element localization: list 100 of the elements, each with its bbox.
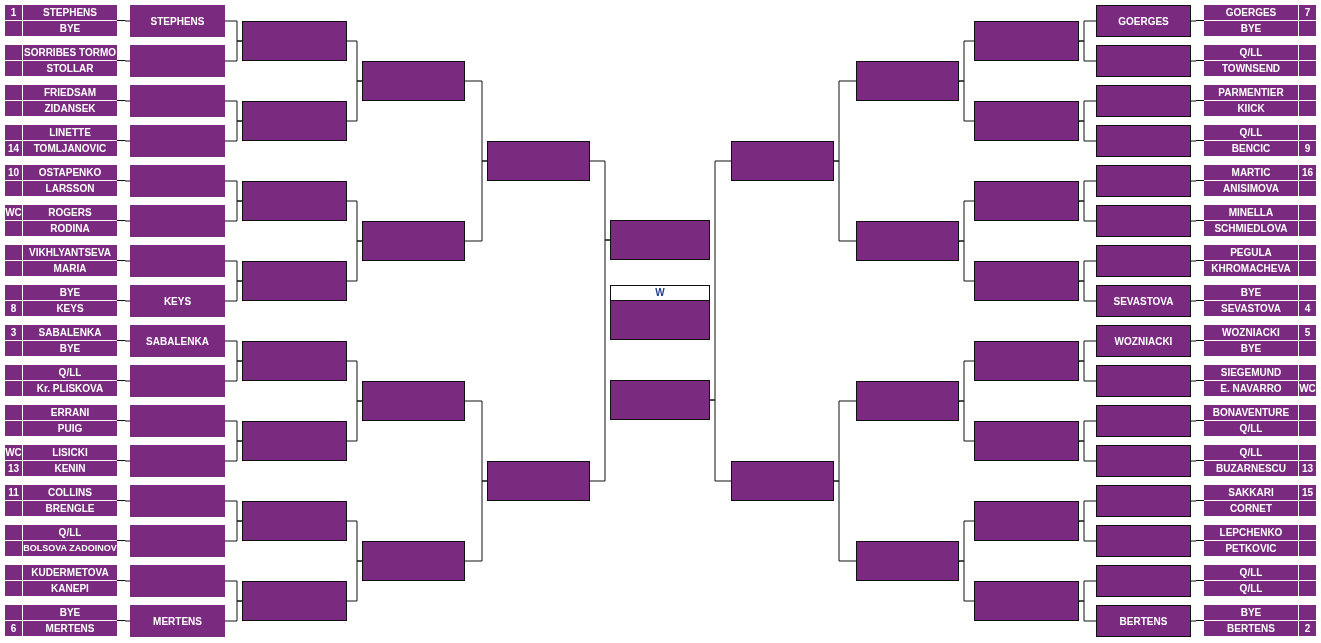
bracket-slot: [130, 565, 225, 597]
seed-number: 16: [1299, 165, 1316, 180]
bracket-line: [116, 60, 131, 62]
player-name: BYE: [23, 21, 117, 36]
player-slot: SABALENKA: [130, 325, 225, 357]
player-name: KANEPI: [23, 581, 117, 596]
bracket-slot: [1096, 85, 1191, 117]
player-name: Kr. PLISKOVA: [23, 381, 117, 396]
bracket-line: [1078, 440, 1097, 462]
bracket-slot: [1096, 525, 1191, 557]
bracket-slot: [362, 541, 465, 581]
player-name: LARSSON: [23, 181, 117, 196]
bracket-line: [224, 120, 243, 142]
seed-number: 14: [5, 141, 22, 156]
player-name: MARTIC: [1204, 165, 1298, 180]
player-name: Q/LL: [1204, 581, 1298, 596]
bracket-line: [116, 300, 131, 302]
player-name: ROGERS: [23, 205, 117, 220]
player-name: COLLINS: [23, 485, 117, 500]
bracket-line: [116, 260, 131, 262]
bracket-slot: [1096, 245, 1191, 277]
player-name: KUDERMETOVA: [23, 565, 117, 580]
bracket-slot: [242, 181, 347, 221]
player-name: FRIEDSAM: [23, 85, 117, 100]
bracket-line: [1078, 360, 1097, 382]
bracket-slot: [856, 381, 959, 421]
bracket-slot: [242, 341, 347, 381]
player-name: BONAVENTURE: [1204, 405, 1298, 420]
bracket-line: [116, 20, 131, 22]
bracket-slot: [487, 141, 590, 181]
seed-number: 8: [5, 301, 22, 316]
player-name: SIEGEMUND: [1204, 365, 1298, 380]
player-slot: GOERGES: [1096, 5, 1191, 37]
bracket-slot: [242, 101, 347, 141]
bracket-line: [833, 480, 857, 562]
bracket-line: [116, 340, 131, 342]
bracket-slot: [974, 101, 1079, 141]
bracket-slot: [731, 461, 834, 501]
seed-number: WC: [5, 205, 22, 220]
bracket-slot: [362, 61, 465, 101]
player-name: BYE: [1204, 605, 1298, 620]
seed-number: WC: [5, 445, 22, 460]
player-slot: KEYS: [130, 285, 225, 317]
bracket-slot: [731, 141, 834, 181]
player-name: BYE: [23, 285, 117, 300]
bracket-slot: [974, 501, 1079, 541]
bracket-slot: [974, 21, 1079, 61]
bracket-slot: [856, 221, 959, 261]
player-name: BRENGLE: [23, 501, 117, 516]
player-name: PARMENTIER: [1204, 85, 1298, 100]
bracket-line: [116, 580, 131, 582]
player-slot: STEPHENS: [130, 5, 225, 37]
bracket-line: [224, 600, 243, 622]
player-name: LINETTE: [23, 125, 117, 140]
seed-number: 11: [5, 485, 22, 500]
player-name: BYE: [1204, 285, 1298, 300]
bracket-line: [346, 240, 363, 282]
bracket-line: [958, 400, 975, 442]
bracket-line: [1078, 120, 1097, 142]
bracket-slot: [242, 421, 347, 461]
player-name: Q/LL: [1204, 45, 1298, 60]
player-slot: MERTENS: [130, 605, 225, 637]
player-name: MINELLA: [1204, 205, 1298, 220]
player-name: STEPHENS: [23, 5, 117, 20]
bracket-slot: [130, 525, 225, 557]
seed-number: 7: [1299, 5, 1316, 20]
bracket-slot: [610, 380, 710, 420]
bracket-slot: [974, 261, 1079, 301]
bracket-line: [116, 500, 131, 502]
bracket-slot: [856, 61, 959, 101]
bracket-line: [1190, 60, 1205, 62]
bracket-slot: [974, 181, 1079, 221]
player-name: SABALENKA: [23, 325, 117, 340]
player-name: WOZNIACKI: [1204, 325, 1298, 340]
bracket-slot: [242, 581, 347, 621]
bracket-slot: [362, 381, 465, 421]
bracket-line: [1190, 300, 1205, 302]
bracket-line: [1190, 260, 1205, 262]
bracket-line: [1190, 460, 1205, 462]
bracket-line: [1190, 500, 1205, 502]
bracket-slot: [974, 421, 1079, 461]
bracket-slot: [1096, 125, 1191, 157]
bracket-line: [1190, 180, 1205, 182]
player-name: BENCIC: [1204, 141, 1298, 156]
player-slot: BERTENS: [1096, 605, 1191, 637]
bracket-line: [589, 239, 611, 482]
player-name: BUZARNESCU: [1204, 461, 1298, 476]
bracket-line: [1190, 620, 1205, 622]
bracket-line: [464, 160, 488, 242]
bracket-line: [833, 160, 857, 242]
player-slot: WOZNIACKI: [1096, 325, 1191, 357]
bracket-slot: [242, 21, 347, 61]
seed-number: 9: [1299, 141, 1316, 156]
winner-label: W: [610, 285, 710, 301]
player-name: ZIDANSEK: [23, 101, 117, 116]
bracket-slot: [1096, 565, 1191, 597]
seed-number: 10: [5, 165, 22, 180]
bracket-slot: [130, 45, 225, 77]
player-name: KIICK: [1204, 101, 1298, 116]
bracket-line: [116, 220, 131, 222]
